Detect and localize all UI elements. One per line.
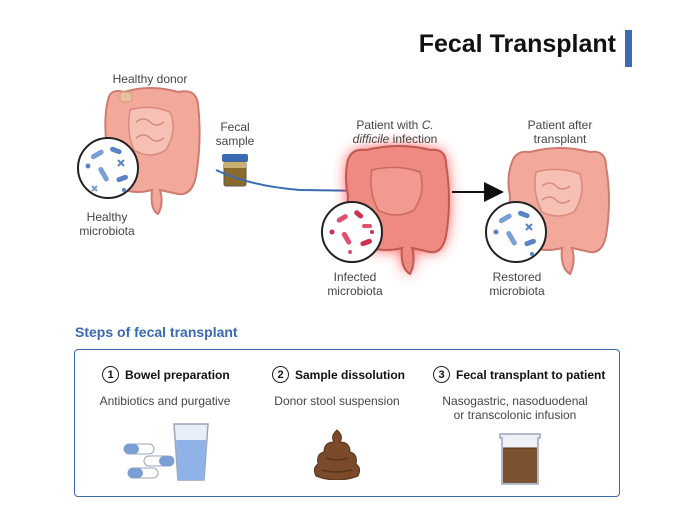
title-accent-bar [625,30,632,67]
step-1-title: Bowel preparation [125,367,230,382]
healthy-donor-label: Healthy donor [112,72,188,86]
step-2-header: 2 Sample dissolution [272,366,405,383]
page-title: Fecal Transplant [418,30,616,58]
restored-microbiota-icon [485,201,547,263]
pills-and-water-icon [123,423,209,481]
steps-heading: Steps of fecal transplant [75,324,238,340]
infected-microbiota-icon [321,201,383,263]
step-2-number: 2 [272,366,289,383]
step-3-number: 3 [433,366,450,383]
patient-cdiff-label: Patient with C. difficile infection [352,118,438,146]
step-3-description: Nasogastric, nasoduodenal or transcoloni… [442,394,588,422]
stool-icon [314,429,360,480]
step-2-description: Donor stool suspension [274,394,400,408]
steps-panel [74,349,620,497]
transfer-arrow [215,169,378,201]
beaker-icon [499,433,541,485]
step-3-title: Fecal transplant to patient [456,367,606,382]
step-3-header: 3 Fecal transplant to patient [433,366,605,383]
step-2-title: Sample dissolution [295,367,406,382]
healthy-microbiota-icon [77,137,139,199]
step-1-description: Antibiotics and purgative [99,394,231,408]
step-1-header: 1 Bowel preparation [102,366,230,383]
transplant-scene [77,87,610,276]
step-1-number: 1 [102,366,119,383]
